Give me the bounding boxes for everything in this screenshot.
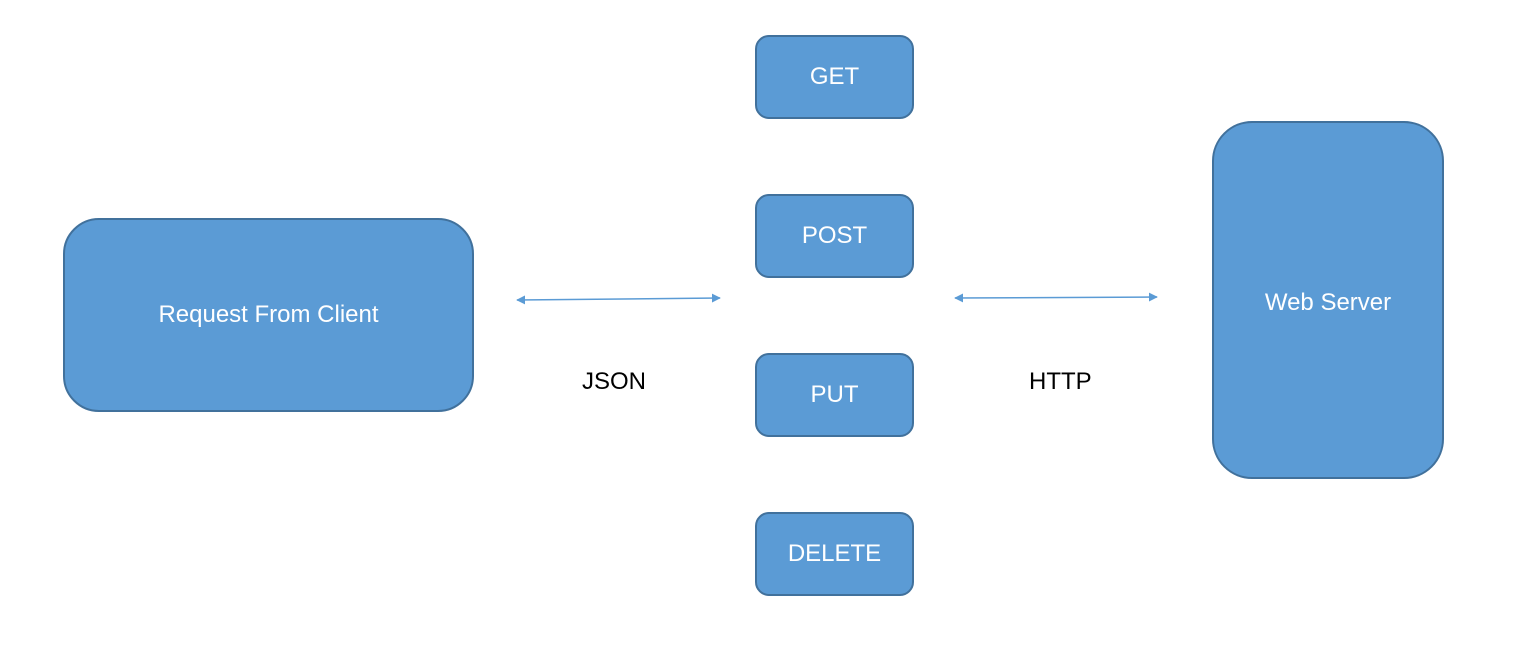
post-method-label: POST: [801, 222, 868, 249]
delete-method-label: DELETE: [787, 540, 882, 567]
delete-method-box: DELETE: [755, 512, 914, 596]
web-server-label: Web Server: [1264, 289, 1392, 316]
web-server-box: Web Server: [1212, 121, 1444, 479]
get-method-box: GET: [755, 35, 914, 119]
methods-to-server-arrow: [954, 292, 1158, 303]
get-method-label: GET: [809, 63, 860, 90]
client-request-box: Request From Client: [63, 218, 474, 412]
http-edge-label: HTTP: [1029, 368, 1092, 395]
client-request-label: Request From Client: [158, 301, 379, 328]
post-method-box: POST: [755, 194, 914, 278]
put-method-box: PUT: [755, 353, 914, 437]
client-to-methods-arrow: [516, 293, 721, 305]
json-edge-label: JSON: [582, 368, 647, 395]
put-method-label: PUT: [810, 381, 859, 408]
